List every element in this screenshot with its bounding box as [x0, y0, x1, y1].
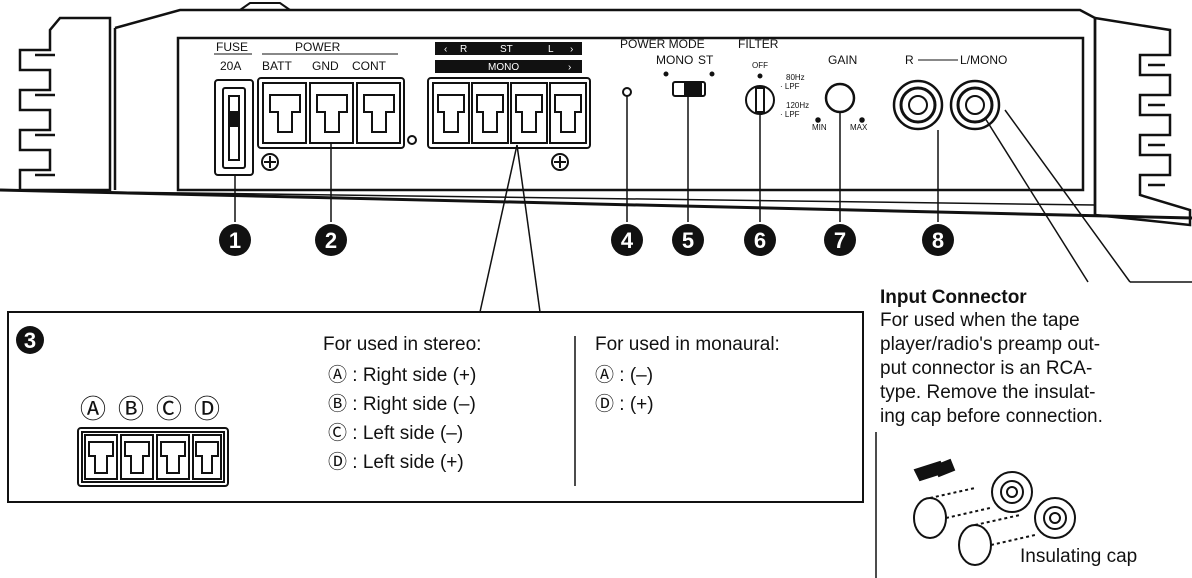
- callout-number-7: 7: [824, 224, 856, 256]
- terminal-illustration: [77, 427, 229, 487]
- speaker-st-label: ST: [500, 44, 513, 55]
- mono-line-d: Ⓓ : (+): [595, 393, 654, 415]
- speaker-mono-bar: [435, 60, 582, 73]
- terminal-box-number: 3: [24, 328, 36, 353]
- svg-text:8: 8: [932, 228, 944, 253]
- svg-text:4: 4: [621, 228, 634, 253]
- filter-80-label: 80Hz: [786, 73, 805, 82]
- filter-switch: [745, 73, 775, 115]
- svg-text:5: 5: [682, 228, 694, 253]
- callout-number-4: 4: [611, 224, 643, 256]
- callout-number-1: 1: [219, 224, 251, 256]
- stereo-line-c: Ⓒ : Left side (–): [328, 422, 463, 444]
- gain-label: GAIN: [828, 53, 857, 67]
- stereo-heading: For used in stereo:: [323, 334, 481, 355]
- svg-text:‹: ‹: [444, 44, 447, 55]
- filter-label: FILTER: [738, 37, 779, 51]
- gnd-label: GND: [312, 59, 339, 73]
- filter-80-lpf-label: · LPF: [780, 82, 800, 91]
- stereo-line-b: Ⓑ : Right side (–): [328, 393, 476, 415]
- callout-number-5: 5: [672, 224, 704, 256]
- terminal-explanation-box: 3 Ⓐ Ⓑ Ⓒ Ⓓ For used in stereo: Ⓐ : Right …: [7, 311, 864, 503]
- panel-body: [0, 2, 1192, 220]
- stereo-line-d: Ⓓ : Left side (+): [328, 451, 464, 473]
- mono-heading: For used in monaural:: [595, 334, 780, 355]
- speaker-stereo-bar: [435, 42, 582, 55]
- callout-number-6: 6: [744, 224, 776, 256]
- mono-line-a: Ⓐ : (–): [595, 364, 653, 386]
- rca-r-label: R: [905, 53, 914, 67]
- panel-labels: FUSE 20A POWER BATT GND CONT ‹ R ST L › …: [214, 37, 1007, 132]
- letter-a: Ⓐ: [80, 394, 106, 424]
- batt-label: BATT: [262, 59, 292, 73]
- svg-text:1: 1: [229, 228, 241, 253]
- filter-off-label: OFF: [752, 61, 768, 70]
- filter-120-lpf-label: · LPF: [780, 110, 800, 119]
- left-heatsink-fins: [18, 16, 112, 192]
- callout-number-8: 8: [922, 224, 954, 256]
- gain-min-label: MIN: [812, 123, 827, 132]
- input-connector-callout: Input Connector For used when the tape p…: [875, 287, 1137, 578]
- power-led: [622, 87, 632, 97]
- input-connector-title: Input Connector: [880, 287, 1027, 308]
- rca-lmono-label: L/MONO: [960, 53, 1007, 67]
- right-heatsink-fins: [1093, 16, 1192, 227]
- input-connector-line-2: player/radio's preamp out-: [880, 334, 1100, 355]
- power-mode-label: POWER MODE: [620, 37, 705, 51]
- power-mode-switch: [663, 71, 715, 97]
- speaker-l-label: L: [548, 44, 554, 55]
- svg-text:2: 2: [325, 228, 337, 253]
- letter-d: Ⓓ: [194, 394, 220, 424]
- filter-120-label: 120Hz: [786, 101, 809, 110]
- callout-number-2: 2: [315, 224, 347, 256]
- terminal-letters: Ⓐ Ⓑ Ⓒ Ⓓ: [80, 394, 220, 424]
- svg-text:›: ›: [570, 44, 573, 55]
- mode-st-label: ST: [698, 53, 714, 67]
- gain-max-label: MAX: [850, 123, 868, 132]
- power-terminals: [257, 77, 417, 171]
- fuse-rating-label: 20A: [220, 59, 241, 73]
- input-connector-line-4: type. Remove the insulat-: [880, 382, 1095, 403]
- fuse-label: FUSE: [216, 40, 248, 54]
- mode-mono-label: MONO: [656, 53, 693, 67]
- fuse: [214, 79, 254, 176]
- speaker-mono-label: MONO: [488, 62, 519, 73]
- leader-lines: [234, 96, 1192, 313]
- rca-jacks: [892, 79, 1001, 131]
- stereo-line-a: Ⓐ : Right side (+): [328, 364, 476, 386]
- letter-b: Ⓑ: [118, 394, 144, 424]
- cont-label: CONT: [352, 59, 387, 73]
- svg-text:›: ›: [568, 62, 571, 73]
- input-connector-line-5: ing cap before connection.: [880, 406, 1103, 427]
- speaker-r-label: R: [460, 44, 467, 55]
- speaker-terminals: [427, 77, 591, 171]
- power-label: POWER: [295, 40, 341, 54]
- letter-c: Ⓒ: [156, 394, 182, 424]
- svg-text:7: 7: [834, 228, 846, 253]
- input-connector-line-1: For used when the tape: [880, 310, 1080, 331]
- insulating-cap-illustration: [913, 458, 1076, 566]
- input-connector-line-3: put connector is an RCA-: [880, 358, 1092, 379]
- insulating-cap-label: Insulating cap: [1020, 546, 1137, 567]
- svg-text:6: 6: [754, 228, 766, 253]
